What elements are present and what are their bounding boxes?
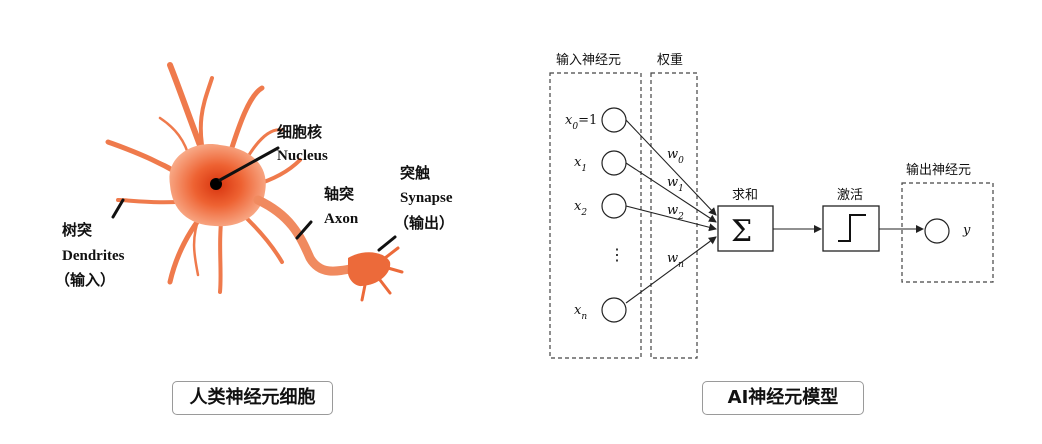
synapse-label-en: Synapse [400, 190, 453, 206]
output-label-y: y [962, 223, 971, 238]
input-node-x0 [601, 107, 627, 133]
input-label-xn: xn [574, 303, 587, 322]
nucleus-label-zh: 细胞核 [277, 123, 322, 141]
sum-label: 求和 [732, 188, 758, 203]
input-label-x0: x0=1 [565, 113, 597, 132]
input-node-x1 [601, 150, 627, 176]
weight-label-w2: w2 [667, 203, 684, 222]
nucleus-label-en: Nucleus [277, 148, 328, 164]
synapse-role-label: （输出） [394, 214, 454, 232]
axon-label-zh: 轴突 [324, 185, 354, 203]
weight-label-wn: wn [667, 251, 684, 270]
output-group-box [901, 182, 994, 283]
input-node-xn [601, 297, 627, 323]
input-ellipsis: ⋮ [609, 245, 625, 264]
dendrites-role-label: （输入） [55, 271, 115, 289]
neuron-caption: 人类神经元细胞 [172, 381, 333, 415]
sum-box [717, 205, 774, 252]
neuron-illustration [105, 62, 404, 302]
weights-group-box [650, 72, 698, 359]
weight-label-w1: w1 [667, 175, 684, 194]
input-label-x1: x1 [574, 155, 587, 174]
input-group-label: 输入神经元 [556, 52, 621, 68]
step-function-icon [838, 214, 866, 242]
weights-group-label: 权重 [657, 52, 683, 68]
input-group-box [549, 72, 642, 359]
synapse-label-zh: 突触 [400, 164, 430, 182]
input-label-x2: x2 [574, 199, 587, 218]
neuron-pointers [111, 146, 397, 252]
weight-label-w0: w0 [667, 147, 684, 166]
activation-label: 激活 [837, 188, 863, 203]
dendrites-label-en: Dendrites [62, 248, 125, 264]
dendrites-label-zh: 树突 [62, 221, 92, 239]
axon-label-en: Axon [324, 211, 359, 227]
output-group-label: 输出神经元 [906, 162, 971, 178]
input-node-x2 [601, 193, 627, 219]
model-caption: AI神经元模型 [702, 381, 864, 415]
sigma-icon: Σ [731, 214, 752, 249]
output-node [924, 218, 950, 244]
